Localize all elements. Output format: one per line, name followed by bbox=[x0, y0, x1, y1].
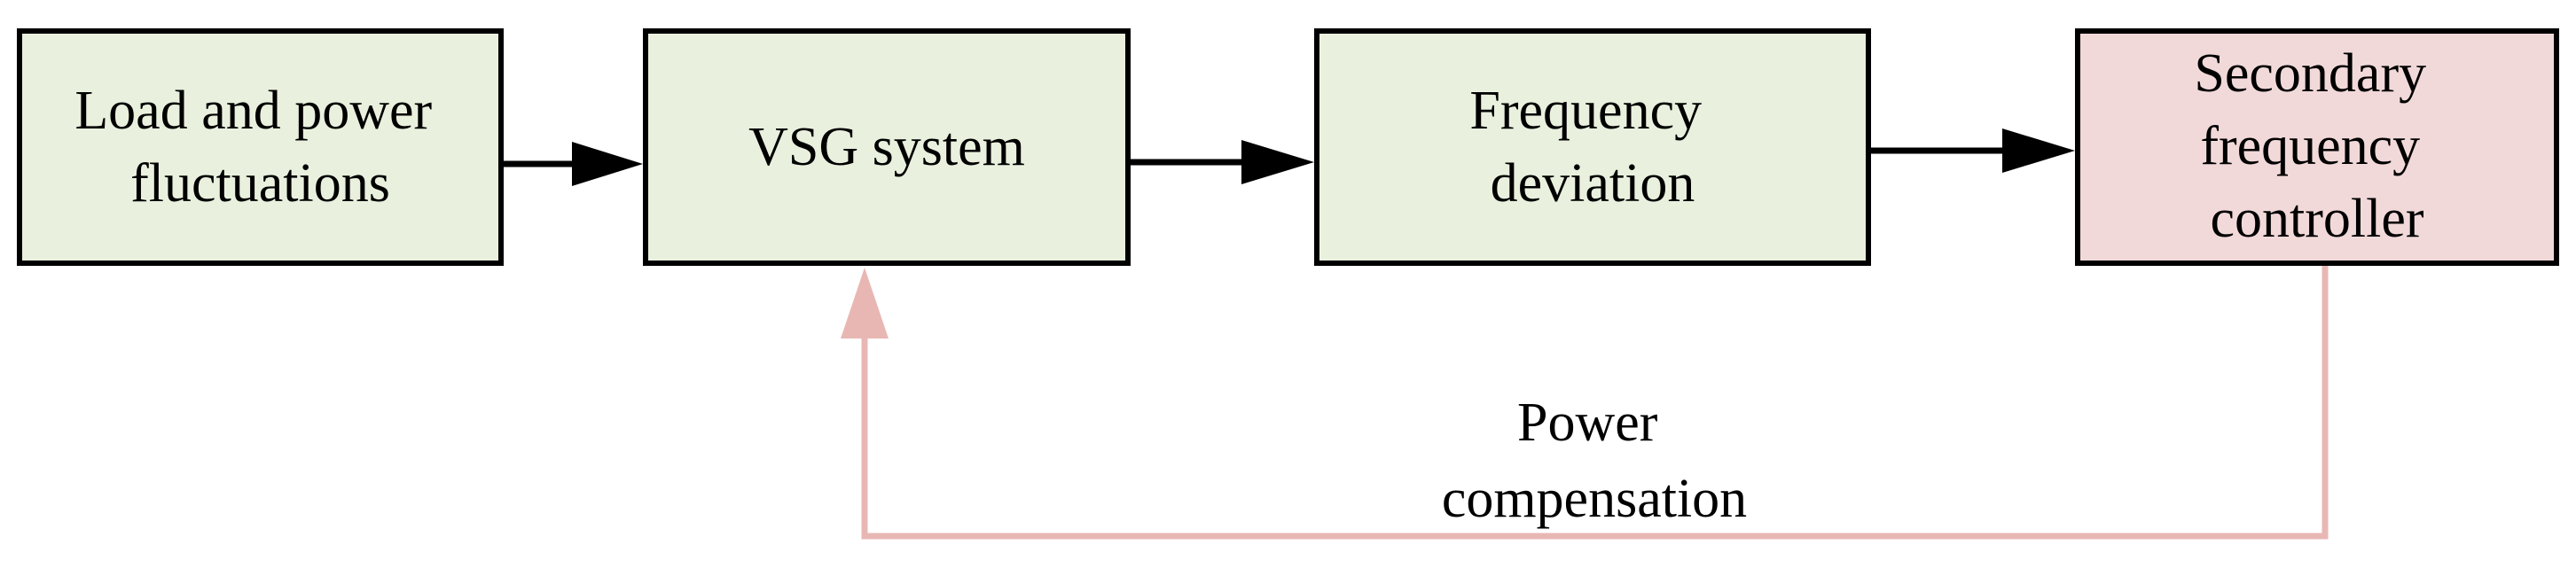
svg-text:Power compensation: Power compensation bbox=[1442, 393, 1747, 529]
feedback-label-line-1: Power bbox=[1517, 393, 1658, 453]
node-secondary-frequency-controller: Secondary frequency controller bbox=[2075, 28, 2559, 266]
controller-box bbox=[2075, 28, 2559, 266]
frequency-deviation-label-line-2: deviation bbox=[1491, 153, 1695, 214]
svg-text:Secondary frequency: Secondary frequency controller bbox=[2194, 43, 2439, 249]
controller-label-line-1: Secondary bbox=[2194, 43, 2426, 104]
feedback-label: Power compensation bbox=[1442, 393, 1747, 529]
controller-label-line-2: frequency bbox=[2200, 116, 2420, 176]
node-frequency-deviation: Frequency deviation bbox=[1314, 28, 1871, 266]
feedback-label-line-2: compensation bbox=[1442, 469, 1747, 529]
load-label-line-1: Load and power bbox=[74, 81, 432, 141]
feedback-path bbox=[841, 266, 2329, 540]
arrow-load-to-vsg bbox=[504, 142, 643, 186]
vsg-label: VSG system bbox=[748, 117, 1025, 177]
svg-text:VSG system: VSG system bbox=[748, 117, 1025, 177]
arrow-frequency-deviation-to-controller bbox=[1871, 128, 2075, 173]
load-box bbox=[17, 28, 504, 266]
arrow-vsg-to-frequency-deviation bbox=[1131, 140, 1314, 184]
frequency-deviation-box bbox=[1314, 28, 1871, 266]
feedback-arrowhead bbox=[841, 268, 889, 338]
load-label-line-2: fluctuations bbox=[130, 153, 390, 214]
vsg-box bbox=[643, 28, 1131, 266]
svg-text:Frequency deviation: Frequency deviation bbox=[1469, 81, 1715, 214]
svg-text:Load and power fluctuati: Load and power fluctuations bbox=[74, 81, 445, 214]
controller-label-line-3: controller bbox=[2210, 189, 2423, 249]
node-vsg-system: VSG system bbox=[643, 28, 1131, 266]
node-load-and-power-fluctuations: Load and power fluctuations bbox=[17, 28, 504, 266]
frequency-deviation-label-line-1: Frequency bbox=[1469, 81, 1702, 141]
